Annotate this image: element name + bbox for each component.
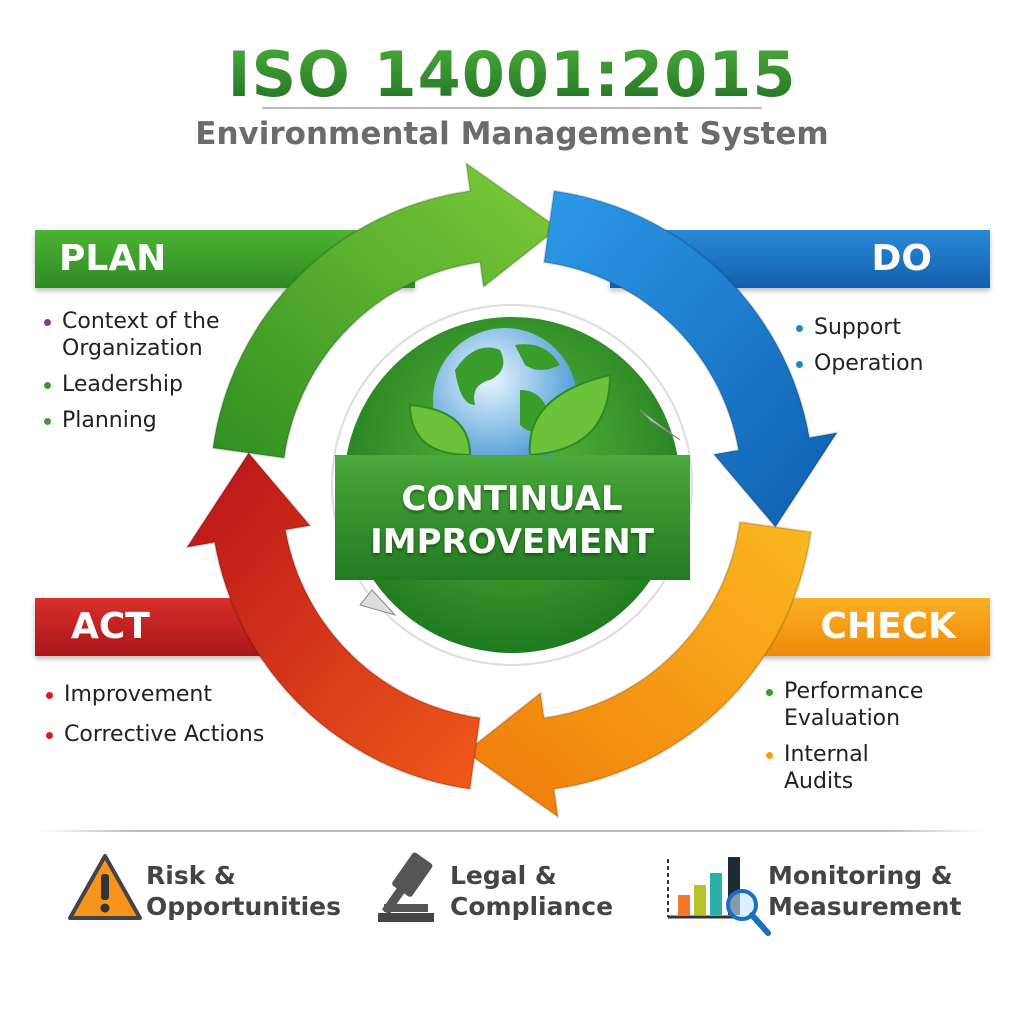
gavel-icon <box>378 852 434 922</box>
footer-line: Monitoring & <box>768 861 953 890</box>
do-label: DO <box>871 238 933 279</box>
bullet-icon <box>766 752 773 759</box>
list-item: Performance Evaluation <box>762 678 942 732</box>
globe-icon <box>408 328 612 472</box>
footer-line: Measurement <box>768 892 962 921</box>
bullet-icon <box>46 732 53 739</box>
item-text: Support <box>814 315 901 340</box>
list-item: Operation <box>792 350 992 377</box>
check-arrow <box>464 520 813 819</box>
act-list: Improvement Corrective Actions <box>42 681 302 757</box>
bullet-icon <box>766 689 773 696</box>
item-text: Corrective Actions <box>64 722 265 747</box>
check-banner: CHECK <box>760 598 990 656</box>
footer-line: Compliance <box>450 892 614 921</box>
bullet-icon <box>44 418 51 425</box>
do-list: Support Operation <box>792 314 992 386</box>
center-band <box>335 455 690 580</box>
check-list: Performance Evaluation Internal Audits <box>762 678 942 804</box>
list-item: Context of the Organization <box>40 308 240 362</box>
list-item: Internal Audits <box>762 741 942 795</box>
plan-arrow <box>211 161 560 460</box>
list-item: Corrective Actions <box>42 721 302 748</box>
warning-icon <box>68 854 142 920</box>
item-text: Leadership <box>62 372 183 397</box>
center-line-2: IMPROVEMENT <box>370 522 654 562</box>
footer-line: Opportunities <box>146 892 342 921</box>
inner-arrow-icon <box>639 409 681 441</box>
footer-line: Legal & <box>450 861 557 890</box>
center-line-1: CONTINUAL <box>401 479 623 519</box>
bullet-icon <box>44 319 51 326</box>
bullet-icon <box>796 325 803 332</box>
footer-item-risk: Risk &Opportunities <box>146 860 341 922</box>
list-item: Leadership <box>40 371 240 398</box>
list-item: Planning <box>40 407 240 434</box>
inner-arrow-icon <box>359 589 397 616</box>
page-subtitle: Environmental Management System <box>195 116 829 152</box>
title-divider <box>262 107 762 109</box>
list-item: Support <box>792 314 992 341</box>
item-text: Improvement <box>64 682 212 707</box>
item-text: Planning <box>62 408 157 433</box>
act-label: ACT <box>71 606 150 647</box>
list-item: Improvement <box>42 681 302 708</box>
item-text: Context of the Organization <box>62 309 220 361</box>
bullet-icon <box>44 382 51 389</box>
footer-line: Risk & <box>146 861 236 890</box>
chart-magnifier-icon <box>667 857 771 936</box>
plan-label: PLAN <box>59 238 167 279</box>
item-text: Operation <box>814 351 924 376</box>
footer-divider <box>40 830 984 832</box>
bullet-icon <box>46 692 53 699</box>
center-title: CONTINUAL IMPROVEMENT <box>330 478 694 564</box>
plan-list: Context of the Organization Leadership P… <box>40 308 240 443</box>
bullet-icon <box>796 361 803 368</box>
footer-item-monitoring: Monitoring &Measurement <box>768 860 961 922</box>
item-text: Internal Audits <box>784 742 869 794</box>
check-label: CHECK <box>820 606 956 647</box>
do-arrow <box>542 189 840 529</box>
page-title: ISO 14001:2015 <box>0 38 1024 111</box>
act-arrow <box>184 451 482 791</box>
item-text: Performance Evaluation <box>784 679 924 731</box>
footer-item-legal: Legal &Compliance <box>450 860 613 922</box>
